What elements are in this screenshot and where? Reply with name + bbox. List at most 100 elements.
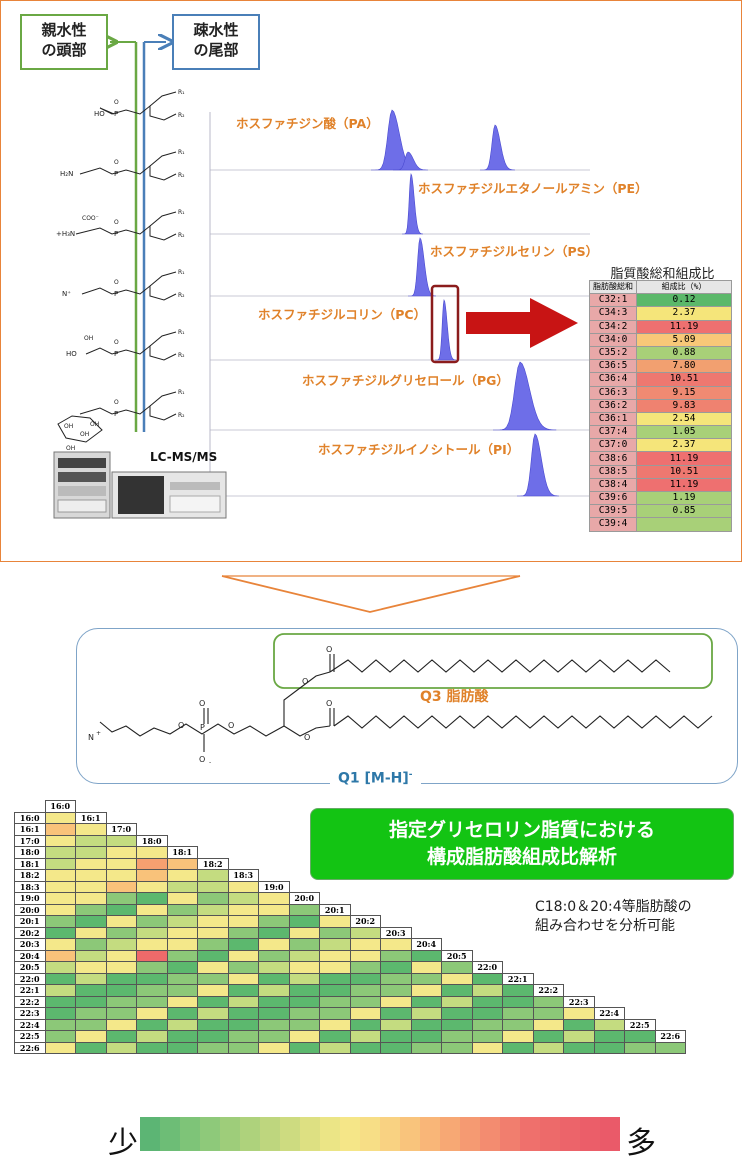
- matrix-cell: [319, 972, 351, 985]
- matrix-row-label: 18:1: [14, 857, 46, 870]
- matrix-cell: [166, 1030, 198, 1043]
- matrix-cell: [105, 938, 137, 951]
- matrix-cell: [227, 984, 259, 997]
- matrix-cell: [75, 903, 107, 916]
- matrix-cell: [44, 915, 76, 928]
- matrix-cell: [441, 1041, 473, 1054]
- matrix-cell: [136, 1007, 168, 1020]
- matrix-cell: [75, 869, 107, 882]
- matrix-cell: [136, 961, 168, 974]
- matrix-row-label: 18:2: [14, 869, 46, 882]
- matrix-blank: [533, 939, 564, 951]
- matrix-blank: [594, 962, 625, 974]
- matrix-col-label: 22:1: [502, 972, 534, 985]
- matrix-blank: [503, 927, 534, 939]
- composition-name: C36:2: [589, 398, 637, 413]
- chromatogram-peak: [493, 361, 557, 431]
- matrix-cell: [44, 811, 76, 824]
- matrix-cell: [258, 1041, 290, 1054]
- scale-step: [180, 1117, 200, 1151]
- matrix-cell: [197, 915, 229, 928]
- hydrophobic-line1: 疎水性: [193, 21, 239, 39]
- matrix-cell: [166, 984, 198, 997]
- matrix-cell: [136, 1030, 168, 1043]
- matrix-cell: [441, 984, 473, 997]
- scale-step: [280, 1117, 300, 1151]
- scale-step: [460, 1117, 480, 1151]
- matrix-blank: [594, 881, 625, 893]
- matrix-cell: [288, 938, 320, 951]
- matrix-cell: [136, 995, 168, 1008]
- matrix-cell: [197, 1041, 229, 1054]
- matrix-cell: [288, 1018, 320, 1031]
- peak-label-pi: ホスファチジルイノシトール（PI）: [318, 442, 520, 457]
- matrix-blank: [503, 939, 534, 951]
- matrix-blank: [472, 950, 503, 962]
- composition-name: C39:5: [589, 504, 637, 519]
- matrix-cell: [441, 995, 473, 1008]
- composition-value: 10.51: [636, 464, 732, 479]
- scale-step: [540, 1117, 560, 1151]
- matrix-blank: [411, 904, 442, 916]
- matrix-cell: [44, 938, 76, 951]
- peak-label-pc: ホスファチジルコリン（PC）: [258, 307, 427, 322]
- matrix-cell: [136, 915, 168, 928]
- matrix-corner: [15, 801, 46, 813]
- scale-step: [160, 1117, 180, 1151]
- matrix-col-label: 22:4: [593, 1007, 625, 1020]
- chromatogram-peak: [393, 151, 428, 171]
- matrix-cell: [502, 1041, 534, 1054]
- matrix-cell: [105, 1041, 137, 1054]
- matrix-cell: [410, 1030, 442, 1043]
- matrix-blank: [106, 801, 137, 813]
- hydroxyl-text: OH: [66, 445, 75, 452]
- matrix-row-label: 16:0: [14, 811, 46, 824]
- scale-step: [220, 1117, 240, 1151]
- composition-name: C38:6: [589, 451, 637, 466]
- matrix-row-label: 22:2: [14, 995, 46, 1008]
- matrix-cell: [75, 1030, 107, 1043]
- matrix-col-label: 18:2: [197, 857, 229, 870]
- matrix-cell: [44, 1041, 76, 1054]
- matrix-cell: [75, 995, 107, 1008]
- matrix-cell: [502, 1007, 534, 1020]
- r2-text: R₂: [178, 112, 185, 119]
- matrix-cell: [258, 961, 290, 974]
- svg-text:-: -: [209, 759, 211, 766]
- scale-step: [400, 1117, 420, 1151]
- matrix-row-label: 20:5: [14, 961, 46, 974]
- oxygen-text: O: [114, 159, 119, 166]
- phosphorus-text: P: [114, 170, 118, 178]
- matrix-cell: [227, 915, 259, 928]
- composition-name: C36:5: [589, 359, 637, 374]
- matrix-cell: [44, 1030, 76, 1043]
- composition-name: C37:4: [589, 425, 637, 440]
- matrix-col-label: 18:1: [166, 846, 198, 859]
- matrix-cell: [44, 857, 76, 870]
- matrix-cell: [166, 903, 198, 916]
- matrix-cell: [75, 880, 107, 893]
- matrix-blank: [106, 812, 137, 824]
- matrix-cell: [380, 984, 412, 997]
- matrix-cell: [44, 961, 76, 974]
- r1-text: R₁: [178, 89, 185, 96]
- matrix-blank: [381, 893, 412, 905]
- oxygen-text: O: [114, 279, 119, 286]
- matrix-blank: [594, 950, 625, 962]
- matrix-blank: [564, 939, 595, 951]
- matrix-blank: [503, 904, 534, 916]
- matrix-blank: [198, 835, 229, 847]
- matrix-cell: [136, 938, 168, 951]
- matrix-row-label: 22:0: [14, 972, 46, 985]
- matrix-cell: [471, 1007, 503, 1020]
- svg-text:O: O: [199, 699, 205, 708]
- matrix-cell: [197, 938, 229, 951]
- matrix-cell: [166, 926, 198, 939]
